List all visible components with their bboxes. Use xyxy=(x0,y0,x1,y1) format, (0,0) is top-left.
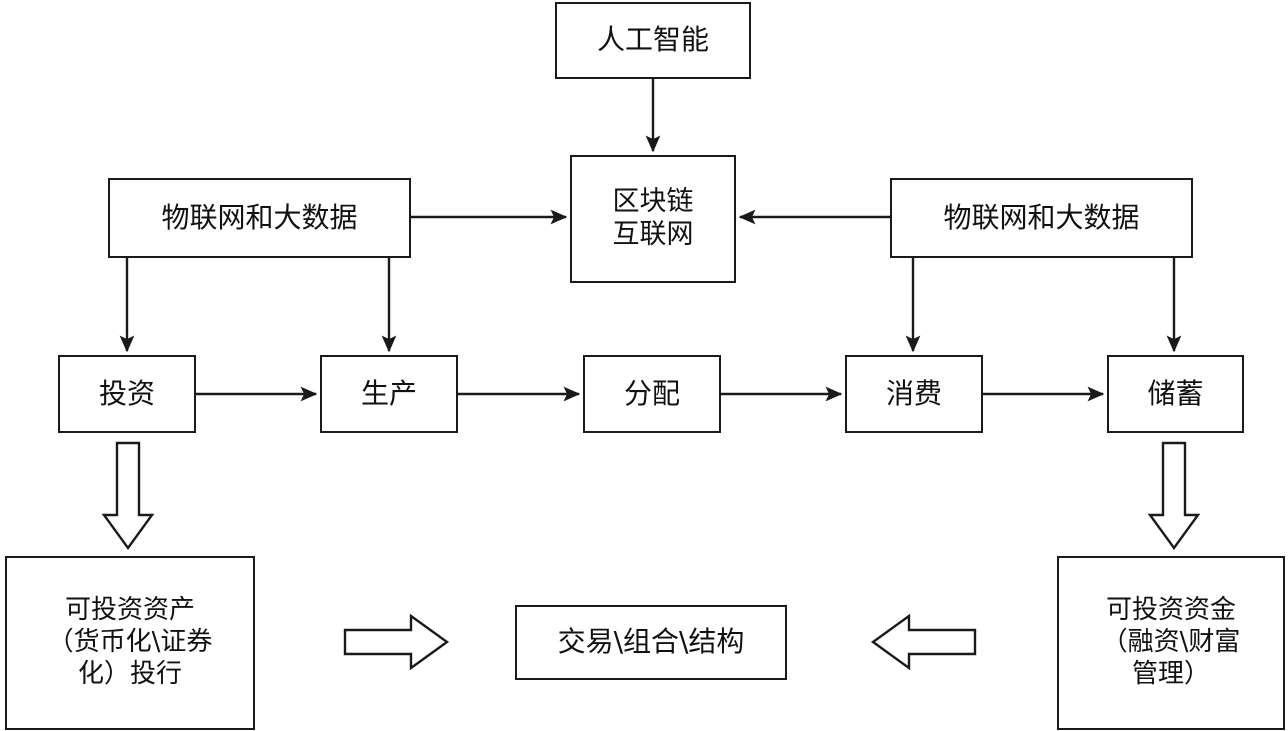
node-label-investment: 投资 xyxy=(98,376,155,410)
node-label-iot-bigdata-right: 物联网和大数据 xyxy=(943,200,1140,234)
node-production[interactable]: 生产 xyxy=(320,355,458,433)
edge-investment-to-assets xyxy=(101,441,155,551)
node-label-consumption: 消费 xyxy=(885,376,942,410)
node-investment[interactable]: 投资 xyxy=(58,355,196,433)
node-label-production: 生产 xyxy=(360,376,417,410)
node-label-savings: 储蓄 xyxy=(1147,376,1204,410)
node-label-blockchain-internet: 区块链 互联网 xyxy=(612,186,694,250)
node-artificial-intelligence[interactable]: 人工智能 xyxy=(555,2,751,79)
node-label-distribution: 分配 xyxy=(623,376,680,410)
node-label-artificial-intelligence: 人工智能 xyxy=(596,23,709,57)
node-consumption[interactable]: 消费 xyxy=(845,355,983,433)
node-distribution[interactable]: 分配 xyxy=(583,355,721,433)
edge-savings-to-funds xyxy=(1147,441,1201,551)
node-iot-bigdata-right[interactable]: 物联网和大数据 xyxy=(890,178,1193,258)
node-label-investable-funds: 可投资资金 （融资\财富 管理） xyxy=(1101,595,1241,689)
node-label-investable-assets: 可投资资产 （货币化\证券 化）投行 xyxy=(47,595,213,689)
node-deal-portfolio-structure[interactable]: 交易\组合\结构 xyxy=(515,605,787,680)
edge-assets-to-deal xyxy=(343,613,450,671)
node-blockchain-internet[interactable]: 区块链 互联网 xyxy=(570,155,736,283)
node-investable-assets[interactable]: 可投资资产 （货币化\证券 化）投行 xyxy=(5,556,255,730)
edge-funds-to-deal xyxy=(870,613,977,671)
node-label-deal-portfolio-structure: 交易\组合\结构 xyxy=(557,625,745,659)
node-investable-funds[interactable]: 可投资资金 （融资\财富 管理） xyxy=(1057,556,1285,730)
node-savings[interactable]: 储蓄 xyxy=(1107,355,1244,433)
node-label-iot-bigdata-left: 物联网和大数据 xyxy=(161,200,358,234)
node-iot-bigdata-left[interactable]: 物联网和大数据 xyxy=(108,178,411,258)
